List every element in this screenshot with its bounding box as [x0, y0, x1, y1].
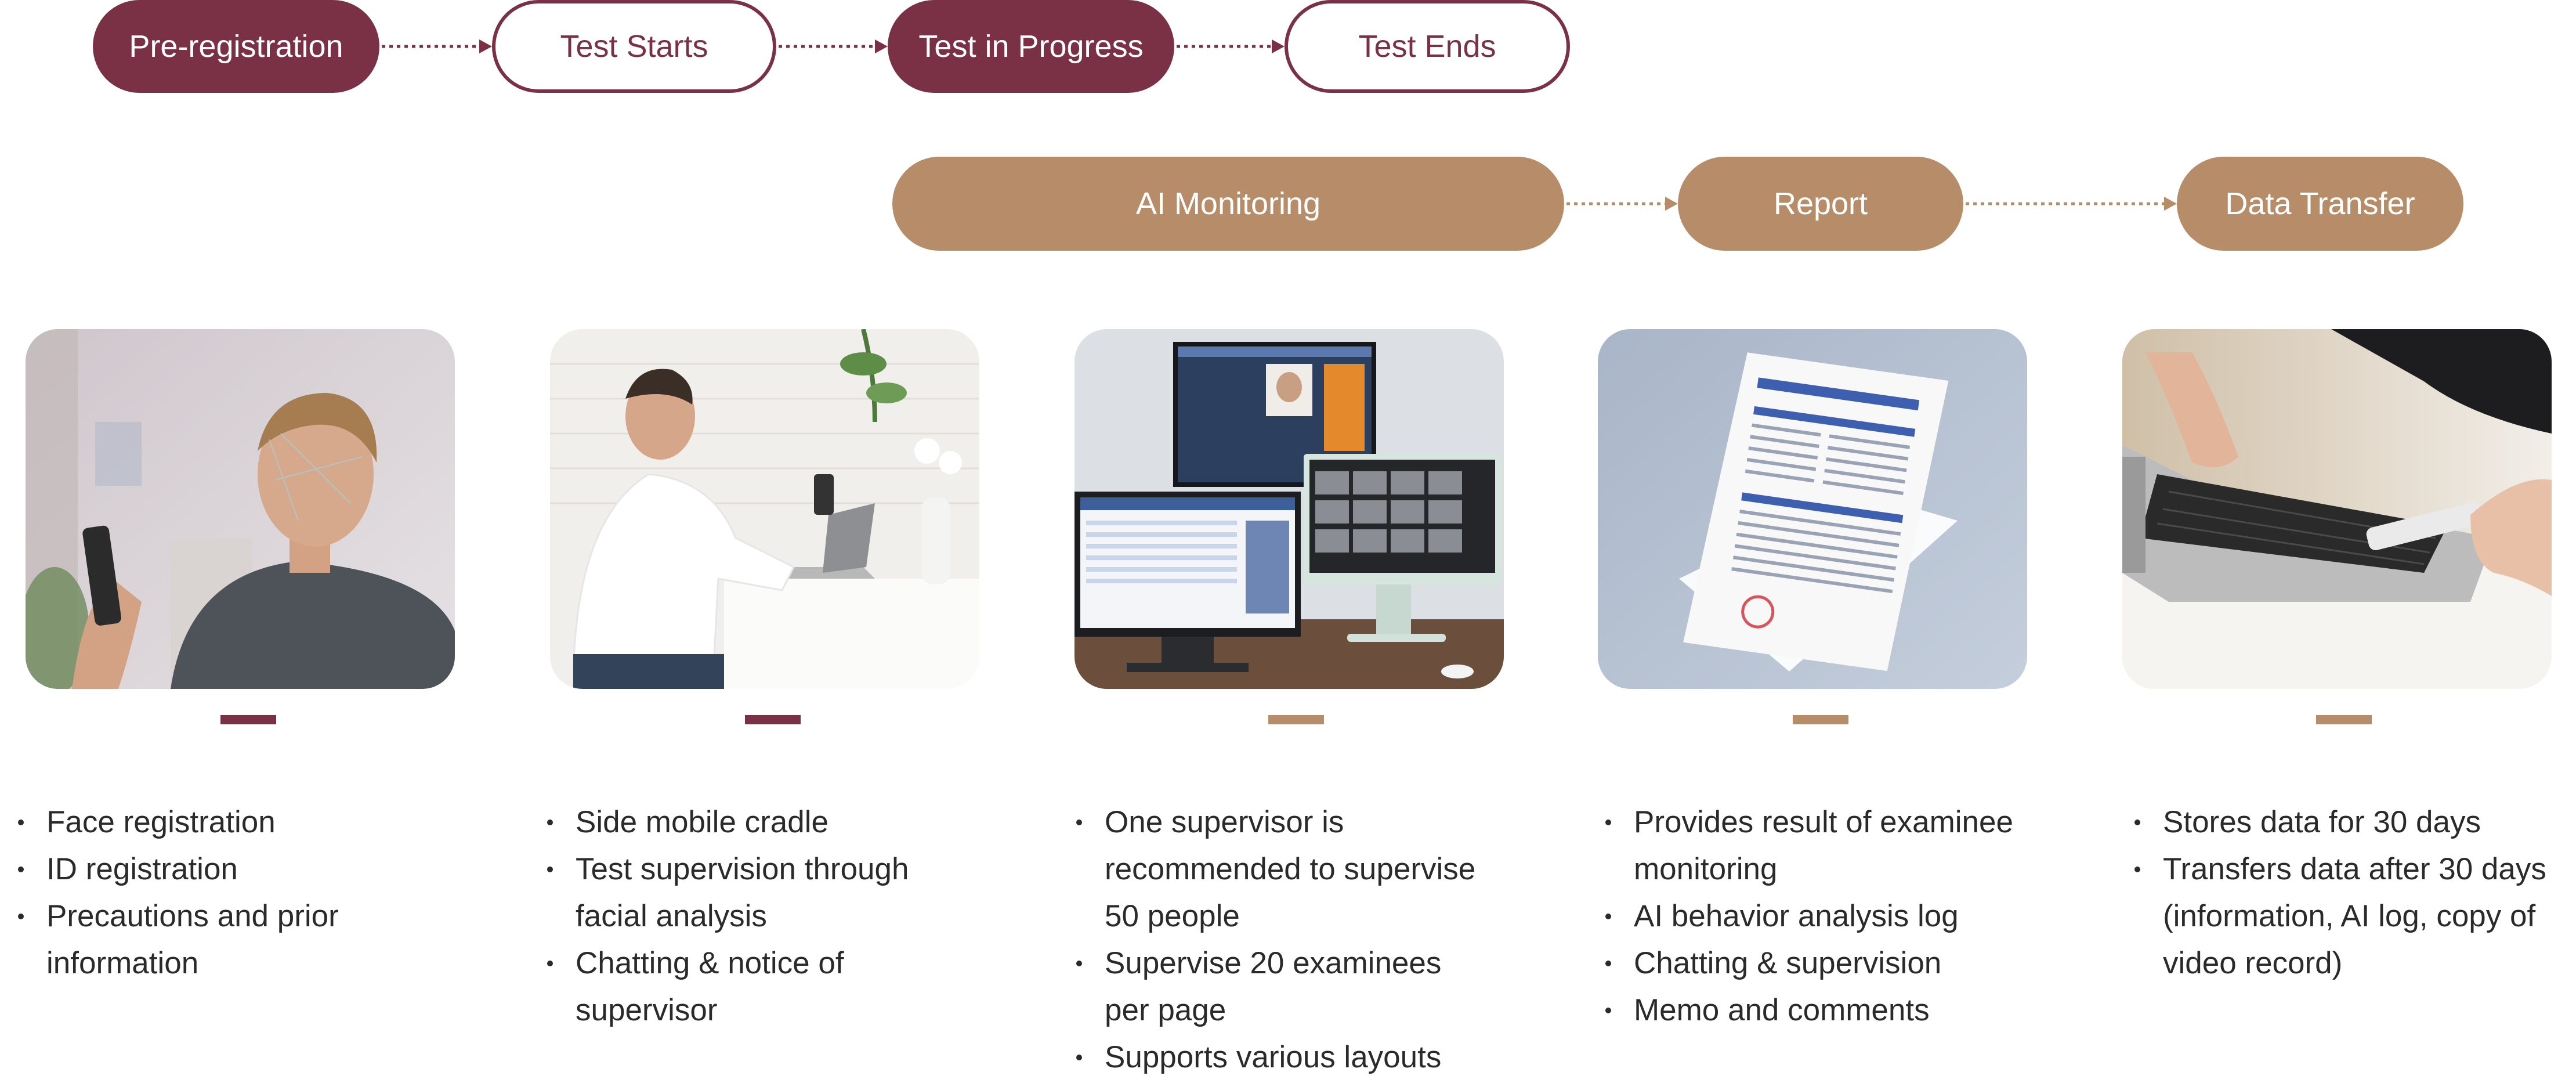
report-document-photo	[1598, 329, 2027, 689]
stage-report: Report	[1678, 157, 1963, 251]
list-item: ID registration	[16, 846, 434, 893]
stage-data-transfer: Data Transfer	[2177, 157, 2463, 251]
arrow-head-icon	[875, 39, 888, 53]
column-marker	[220, 715, 276, 724]
list-item: Supervise 20 examinees per page	[1074, 940, 1492, 1034]
list-item: Face registration	[16, 799, 434, 846]
column-2-bullets: Side mobile cradle Test supervision thro…	[545, 799, 963, 1034]
column-marker	[1793, 715, 1848, 724]
list-item: Memo and comments	[1604, 987, 2021, 1034]
column-1-bullets: Face registration ID registration Precau…	[16, 799, 434, 987]
stage-label: AI Monitoring	[1135, 186, 1321, 221]
list-item: Provides result of examinee monitoring	[1604, 799, 2021, 893]
column-4-bullets: Provides result of examinee monitoring A…	[1604, 799, 2021, 1034]
list-item: Side mobile cradle	[545, 799, 963, 846]
step-pre-registration: Pre-registration	[93, 0, 379, 93]
step-label: Test Ends	[1358, 29, 1496, 64]
step-test-in-progress: Test in Progress	[888, 0, 1174, 93]
list-item: Chatting & supervision	[1604, 940, 2021, 987]
laptop-usb-transfer-photo	[2122, 329, 2552, 689]
arrow-head-icon	[479, 39, 492, 53]
column-marker	[2316, 715, 2372, 724]
step-test-ends: Test Ends	[1285, 0, 1570, 93]
list-item: Precautions and prior information	[16, 893, 434, 987]
arrow-head-icon	[1272, 39, 1285, 53]
top-flow-arrows	[382, 39, 1285, 53]
column-marker	[1268, 715, 1324, 724]
step-label: Test Starts	[560, 29, 708, 64]
list-item: Test supervision through facial analysis	[545, 846, 963, 940]
column-5-bullets: Stores data for 30 days Transfers data a…	[2133, 799, 2562, 987]
list-item: Stores data for 30 days	[2133, 799, 2562, 846]
column-marker	[745, 715, 801, 724]
list-item: Supports various layouts	[1074, 1034, 1492, 1081]
step-label: Pre-registration	[129, 29, 343, 64]
step-test-starts: Test Starts	[492, 0, 776, 93]
person-phone-face-scan-photo	[26, 329, 455, 689]
column-3-bullets: One supervisor is recommended to supervi…	[1074, 799, 1492, 1081]
list-item: One supervisor is recommended to supervi…	[1074, 799, 1492, 940]
step-label: Test in Progress	[918, 29, 1144, 64]
man-laptop-phone-cradle-photo	[550, 329, 979, 689]
monitoring-dashboard-screens-photo	[1074, 329, 1504, 689]
stage-ai-monitoring: AI Monitoring	[892, 157, 1564, 251]
list-item: Chatting & notice of supervisor	[545, 940, 963, 1034]
ai-flow-arrows	[1566, 197, 2177, 211]
arrow-head-icon	[1665, 197, 1678, 211]
stage-label: Report	[1773, 186, 1868, 221]
arrow-head-icon	[2164, 197, 2177, 211]
list-item: Transfers data after 30 days (informatio…	[2133, 846, 2562, 987]
list-item: AI behavior analysis log	[1604, 893, 2021, 940]
stage-label: Data Transfer	[2225, 186, 2415, 221]
